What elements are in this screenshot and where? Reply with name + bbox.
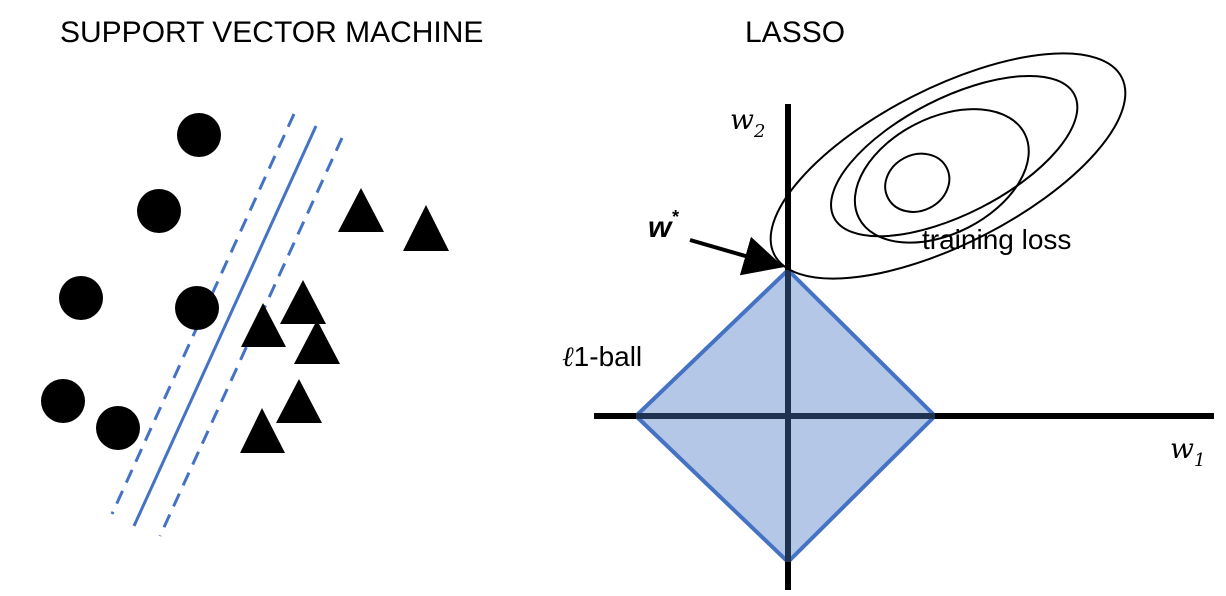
class-b-point [276, 379, 322, 423]
class-b-point [294, 320, 340, 364]
loss-contour [853, 108, 1030, 244]
class-a-point [41, 379, 85, 423]
loss-contour [830, 74, 1079, 238]
svm-panel: SUPPORT VECTOR MACHINE [41, 16, 483, 537]
class-b-point [338, 188, 384, 232]
class-a-point [177, 113, 221, 157]
training-loss-contours [769, 52, 1127, 280]
loss-contour [769, 52, 1127, 280]
w1-axis-label: w1 [1170, 432, 1205, 471]
decision-boundary [132, 125, 318, 527]
training-loss-label: training loss [922, 224, 1071, 255]
class-b-point [280, 280, 326, 324]
class-a-point [137, 189, 181, 233]
w2-axis-label: w2 [730, 103, 765, 142]
loss-contour [884, 152, 951, 213]
optimum-arrow [689, 236, 784, 276]
class-a-point [175, 286, 219, 330]
class-b-point [240, 408, 285, 453]
lasso-panel: LASSO w2 w1 w* ℓ1-ball training loss [562, 16, 1214, 590]
svm-title: SUPPORT VECTOR MACHINE [60, 16, 483, 49]
class-b-point [241, 303, 286, 347]
l1-ball-label: ℓ1-ball [562, 340, 642, 373]
class-a-point [59, 276, 103, 320]
optimum-label: w* [648, 207, 679, 244]
class-a-point [96, 406, 140, 450]
lasso-title: LASSO [745, 16, 845, 49]
class-b-point [403, 205, 449, 251]
